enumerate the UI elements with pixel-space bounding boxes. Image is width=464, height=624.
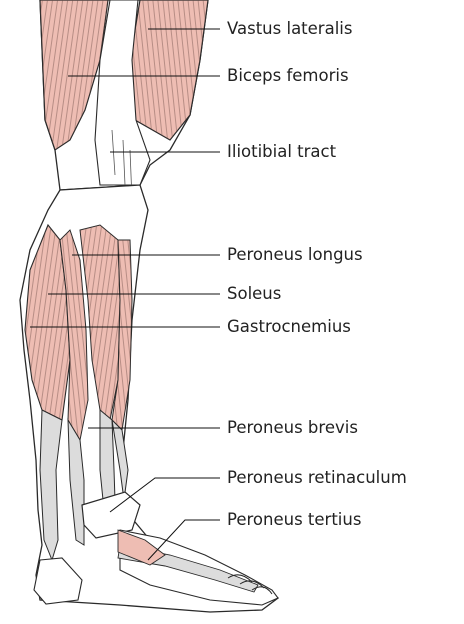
label-iliotibial-tract: Iliotibial tract <box>227 144 336 161</box>
label-vastus-lateralis: Vastus lateralis <box>227 21 352 38</box>
label-gastrocnemius: Gastrocnemius <box>227 319 351 336</box>
thigh <box>40 0 208 200</box>
label-biceps-femoris: Biceps femoris <box>227 68 349 85</box>
label-peroneus-retinaculum: Peroneus retinaculum <box>227 470 407 487</box>
label-peroneus-tertius: Peroneus tertius <box>227 512 361 529</box>
label-peroneus-longus: Peroneus longus <box>227 247 363 264</box>
label-peroneus-brevis: Peroneus brevis <box>227 420 358 437</box>
label-soleus: Soleus <box>227 286 281 303</box>
vastus-lateralis-fibers <box>130 0 208 140</box>
